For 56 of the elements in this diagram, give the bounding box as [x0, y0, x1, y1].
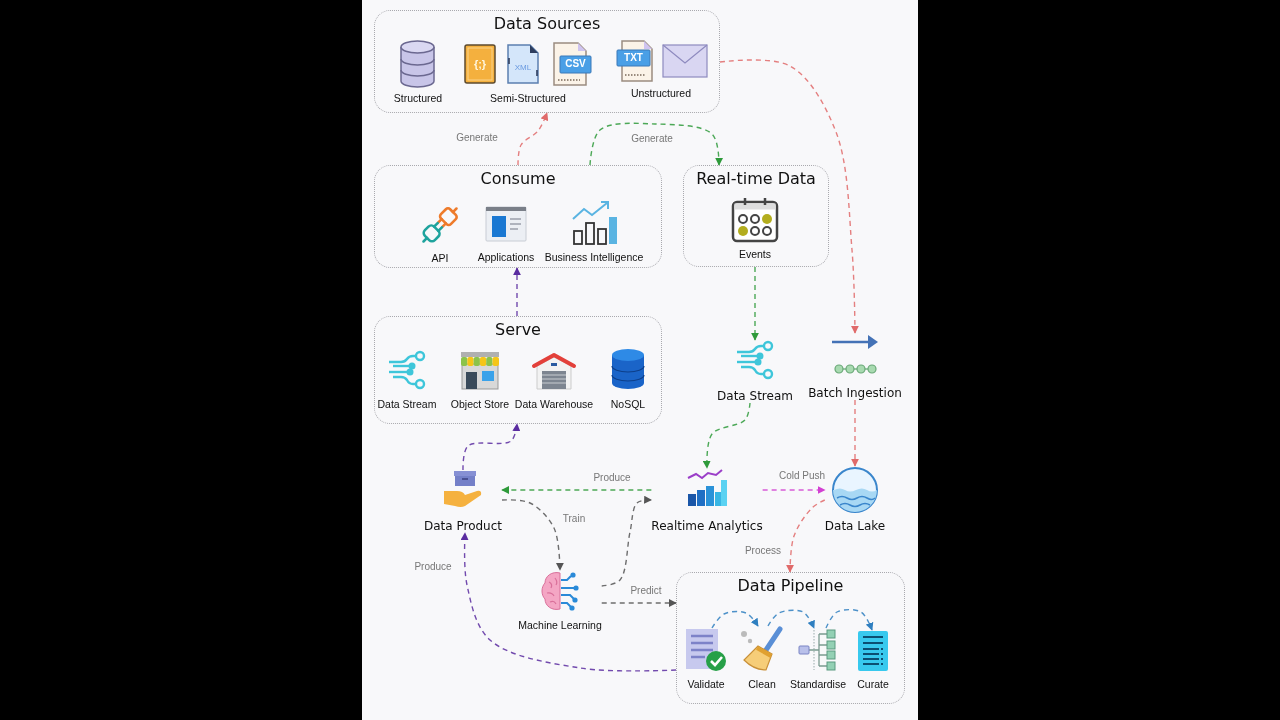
- dashed-arrow: [825, 608, 874, 631]
- dashed-arrow: [513, 267, 521, 317]
- node-label: Unstructured: [630, 87, 692, 99]
- node-label: NoSQL: [610, 398, 646, 410]
- node-label: Clean: [748, 678, 776, 690]
- group-title: Consume: [480, 169, 556, 188]
- edge-label: Train: [560, 513, 588, 525]
- node-label: API: [431, 252, 449, 264]
- node-label: Data Lake: [824, 519, 886, 533]
- node-label: Data Stream: [377, 398, 437, 410]
- dashed-arrow: [462, 423, 521, 471]
- dashed-arrow: [711, 610, 759, 629]
- node-label: Curate: [857, 678, 889, 690]
- dashed-arrow: [719, 59, 859, 334]
- dashed-arrow: [460, 532, 677, 672]
- node-label: Object Store: [450, 398, 510, 410]
- dashed-arrow: [767, 609, 815, 629]
- node-label: Applications: [477, 251, 535, 263]
- node-label: Events: [738, 248, 772, 260]
- node-label: Data Stream: [717, 389, 793, 403]
- file-type-label: CSV: [565, 59, 586, 70]
- dashed-arrow: [601, 495, 653, 587]
- dashed-arrow: [501, 499, 564, 571]
- node-label: Validate: [687, 678, 725, 690]
- group-title: Real-time Data: [696, 169, 816, 188]
- group-title: Data Sources: [493, 14, 601, 33]
- edge-label: Produce: [412, 561, 454, 573]
- group-title: Data Pipeline: [737, 576, 844, 595]
- file-type-label: {;}: [473, 58, 487, 70]
- dashed-arrow: [517, 112, 549, 166]
- dashed-arrow: [702, 402, 751, 469]
- node-label: Business Intelligence: [544, 251, 644, 263]
- edge-label: Generate: [629, 133, 675, 145]
- dashed-arrow: [761, 486, 826, 494]
- edge-label: Cold Push: [776, 470, 828, 482]
- dashed-arrow: [851, 399, 859, 467]
- node-label: Batch Ingestion: [808, 386, 902, 400]
- group-title: Serve: [495, 320, 541, 339]
- dashed-arrow: [601, 599, 677, 607]
- node-label: Realtime Analytics: [651, 519, 763, 533]
- file-type-label: TXT: [624, 53, 643, 64]
- edge-label: Generate: [454, 132, 500, 144]
- edge-label: Process: [742, 545, 784, 557]
- node-label: Standardise: [789, 678, 846, 690]
- dashed-arrow: [501, 486, 653, 494]
- node-label: Structured: [393, 92, 443, 104]
- node-label: Machine Learning: [518, 619, 602, 631]
- edge-label: Predict: [628, 585, 664, 597]
- file-type-label: XML: [514, 64, 532, 72]
- node-label: Semi-Structured: [490, 92, 566, 104]
- node-label: Data Product: [424, 519, 502, 533]
- edge-label: Produce: [591, 472, 633, 484]
- node-label: Data Warehouse: [514, 398, 594, 410]
- dashed-arrow: [589, 122, 724, 166]
- dashed-arrow: [786, 499, 826, 573]
- dashed-arrow: [751, 266, 759, 341]
